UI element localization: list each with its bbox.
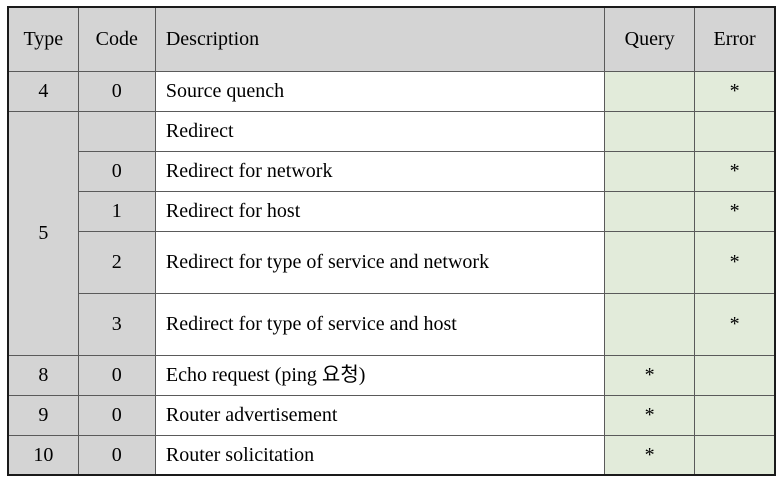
cell-type: 5 (7, 110, 79, 356)
cell-error-flag: * (694, 292, 776, 356)
cell-error-flag: * (694, 70, 776, 112)
cell-error-flag (694, 394, 776, 436)
cell-type: 4 (7, 70, 79, 112)
cell-query-flag (604, 292, 696, 356)
cell-code (77, 110, 156, 152)
column-header-description: Description (154, 6, 606, 72)
column-header-type: Type (7, 6, 79, 72)
cell-description: Redirect for network (154, 150, 606, 192)
cell-error-flag: * (694, 190, 776, 232)
cell-query-flag (604, 70, 696, 112)
cell-description: Redirect for host (154, 190, 606, 232)
cell-description: Redirect for type of service and network (154, 230, 606, 294)
cell-type: 9 (7, 394, 79, 436)
column-header-error: Error (694, 6, 776, 72)
cell-description: Source quench (154, 70, 606, 112)
cell-query-flag (604, 190, 696, 232)
cell-description: Redirect (154, 110, 606, 152)
cell-description: Echo request (ping 요청) (154, 354, 606, 396)
cell-query-flag: * (604, 394, 696, 436)
cell-type: 10 (7, 434, 79, 476)
cell-query-flag (604, 150, 696, 192)
cell-code: 0 (77, 150, 156, 192)
cell-type: 8 (7, 354, 79, 396)
cell-code: 0 (77, 434, 156, 476)
cell-code: 1 (77, 190, 156, 232)
table-header: Type Code Description Query Error (7, 6, 776, 72)
cell-code: 2 (77, 230, 156, 294)
cell-code: 3 (77, 292, 156, 356)
cell-error-flag: * (694, 150, 776, 192)
cell-query-flag (604, 110, 696, 152)
cell-description: Redirect for type of service and host (154, 292, 606, 356)
cell-description: Router solicitation (154, 434, 606, 476)
column-header-code: Code (77, 6, 156, 72)
cell-description: Router advertisement (154, 394, 606, 436)
cell-error-flag (694, 434, 776, 476)
cell-code: 0 (77, 394, 156, 436)
cell-query-flag (604, 230, 696, 294)
cell-code: 0 (77, 70, 156, 112)
table-header-row: Type Code Description Query Error (7, 6, 776, 72)
cell-error-flag (694, 354, 776, 396)
cell-error-flag (694, 110, 776, 152)
cell-query-flag: * (604, 434, 696, 476)
table-row: 5 Redirect (7, 110, 776, 356)
column-header-query: Query (604, 6, 696, 72)
cell-query-flag: * (604, 354, 696, 396)
cell-error-flag: * (694, 230, 776, 294)
cell-code: 0 (77, 354, 156, 396)
